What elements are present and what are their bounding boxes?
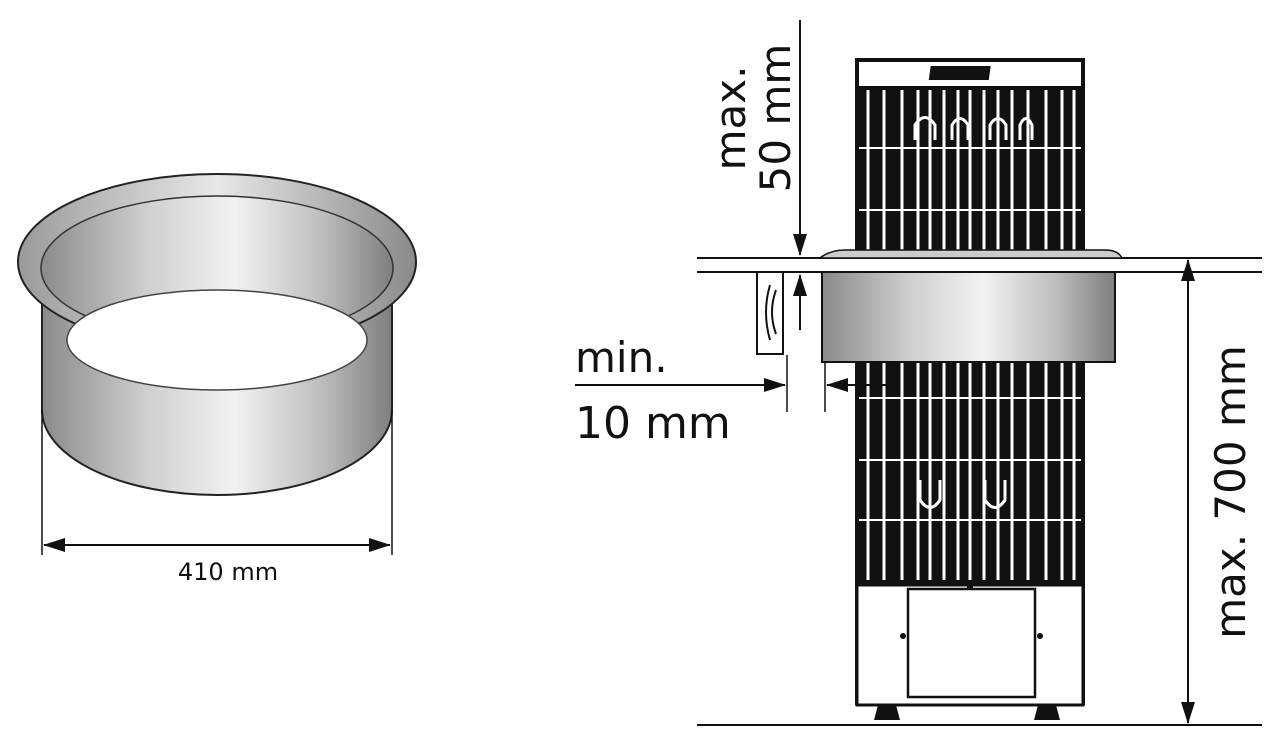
control-panel-door <box>906 587 1037 699</box>
ring-diameter-dimension: 410 mm <box>41 410 393 586</box>
height-label: max. 700 mm <box>1206 345 1255 639</box>
heater-foot <box>1034 705 1060 720</box>
wall-bracket <box>756 271 784 355</box>
side-gap-dimension: min. 10 mm <box>575 333 890 449</box>
side-gap-label-2: 10 mm <box>575 398 731 449</box>
collar-ring <box>17 173 417 496</box>
height-dimension: max. 700 mm <box>1181 259 1255 724</box>
installed-collar <box>821 271 1116 363</box>
side-gap-label-1: min. <box>575 333 668 382</box>
ring-diameter-label: 410 mm <box>178 558 278 586</box>
brand-logo <box>928 66 991 80</box>
top-clearance-label-2: 50 mm <box>751 44 800 193</box>
platform <box>697 249 1262 363</box>
top-clearance-dimension: max. 50 mm <box>706 20 807 330</box>
heater-foot <box>874 705 900 720</box>
top-clearance-label-1: max. <box>706 66 755 171</box>
sauna-heater <box>855 58 1085 720</box>
